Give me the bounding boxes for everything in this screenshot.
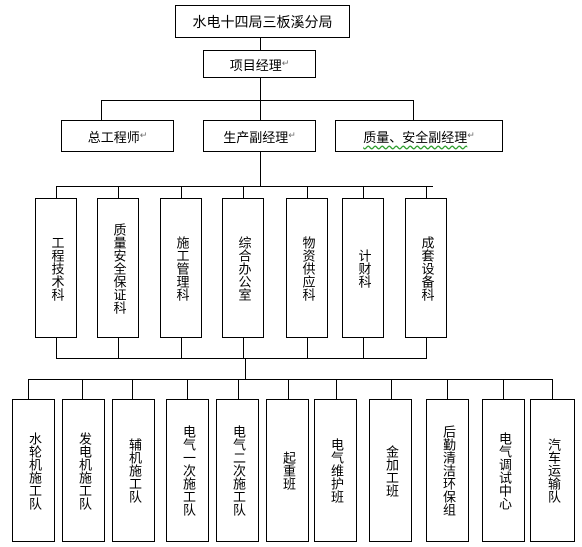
connector-departments-teams bbox=[245, 358, 246, 379]
dept-quality-safety: 质量安全保证科 bbox=[97, 198, 139, 338]
connector-team-2 bbox=[82, 379, 83, 399]
root-node: 水电十四局三板溪分局 bbox=[175, 5, 350, 38]
paragraph-mark: ↵ bbox=[139, 131, 148, 141]
team-electrical-primary: 电气一次施工队 bbox=[166, 399, 209, 542]
connector-deputies-departments bbox=[260, 152, 261, 186]
connector-dept-1-top bbox=[56, 186, 57, 198]
team-auxiliary: 辅机施工队 bbox=[112, 399, 155, 542]
manager-node: 项目经理 ↵ bbox=[203, 50, 316, 78]
connector-dept-4-top bbox=[243, 186, 244, 198]
connector-dept-3-top bbox=[181, 186, 182, 198]
dept-engineering-tech-label: 工程技术科 bbox=[48, 235, 64, 301]
paragraph-mark: ↵ bbox=[281, 59, 290, 69]
connector-deputy-3 bbox=[413, 100, 414, 120]
root-node-label: 水电十四局三板溪分局 bbox=[192, 14, 333, 31]
team-logistics-cleaning: 后勤清洁环保组 bbox=[426, 399, 469, 542]
team-turbine-label: 水轮机施工队 bbox=[26, 431, 41, 510]
connector-team-10 bbox=[503, 379, 504, 399]
team-logistics-cleaning-label: 后勤清洁环保组 bbox=[440, 425, 455, 516]
connector-team-1 bbox=[28, 379, 29, 399]
deputy-quality-safety-label: 质量、安全副经理 bbox=[363, 130, 468, 146]
connector-departments-bar bbox=[56, 186, 433, 187]
dept-equipment-sets-label: 成套设备科 bbox=[418, 235, 434, 301]
team-turbine: 水轮机施工队 bbox=[12, 399, 55, 542]
dept-materials-supply: 物资供应科 bbox=[286, 198, 328, 338]
connector-teams-bar bbox=[28, 379, 552, 380]
connector-deputy-1 bbox=[101, 100, 102, 120]
deputy-chief-engineer: 总工程师 ↵ bbox=[61, 120, 174, 152]
deputy-production: 生产副经理 ↵ bbox=[203, 120, 316, 152]
dept-general-office-label: 综合办公室 bbox=[235, 235, 251, 301]
team-lifting-label: 起重班 bbox=[280, 451, 295, 490]
dept-construction-management: 施工管理科 bbox=[160, 198, 202, 338]
dept-engineering-tech: 工程技术科 bbox=[35, 198, 77, 338]
connector-team-7 bbox=[336, 379, 337, 399]
connector-dept-7-bottom bbox=[426, 338, 427, 358]
connector-dept-6-bottom bbox=[363, 338, 364, 358]
connector-dept-1-bottom bbox=[56, 338, 57, 358]
paragraph-mark: ↵ bbox=[467, 131, 475, 141]
team-electrical-maintenance-label: 电气维护班 bbox=[328, 438, 343, 503]
connector-dept-3-bottom bbox=[181, 338, 182, 358]
team-electrical-secondary: 电气二次施工队 bbox=[216, 399, 259, 542]
dept-finance: 计财科 bbox=[342, 198, 384, 338]
team-vehicle-transport: 汽车运输队 bbox=[530, 399, 575, 542]
team-generator-label: 发电机施工队 bbox=[76, 431, 91, 510]
paragraph-mark: ↵ bbox=[288, 131, 296, 141]
deputy-quality-safety: 质量、安全副经理 ↵ bbox=[335, 120, 503, 152]
deputy-production-label: 生产副经理 bbox=[223, 130, 289, 146]
connector-dept-5-bottom bbox=[307, 338, 308, 358]
team-electrical-primary-label: 电气一次施工队 bbox=[180, 425, 195, 516]
connector-team-8 bbox=[391, 379, 392, 399]
manager-node-label: 项目经理 bbox=[229, 58, 282, 74]
connector-team-11 bbox=[552, 379, 553, 399]
connector-dept-5-top bbox=[307, 186, 308, 198]
connector-team-9 bbox=[447, 379, 448, 399]
dept-general-office: 综合办公室 bbox=[222, 198, 264, 338]
connector-manager-deputies bbox=[260, 78, 261, 100]
team-electrical-secondary-label: 电气二次施工队 bbox=[230, 425, 245, 516]
connector-team-6 bbox=[288, 379, 289, 399]
connector-team-5 bbox=[238, 379, 239, 399]
team-metalworking: 金加工班 bbox=[369, 399, 412, 542]
team-vehicle-transport-label: 汽车运输队 bbox=[545, 438, 560, 503]
connector-dept-2-bottom bbox=[118, 338, 119, 358]
connector-team-3 bbox=[132, 379, 133, 399]
dept-quality-safety-label: 质量安全保证科 bbox=[110, 222, 126, 314]
connector-deputies-bar bbox=[101, 100, 413, 101]
dept-construction-management-label: 施工管理科 bbox=[173, 235, 189, 301]
deputy-chief-engineer-label: 总工程师 bbox=[87, 130, 140, 146]
connector-dept-6-top bbox=[363, 186, 364, 198]
team-electrical-testing-label: 电气调试中心 bbox=[496, 431, 511, 510]
team-auxiliary-label: 辅机施工队 bbox=[126, 438, 141, 503]
team-electrical-testing: 电气调试中心 bbox=[482, 399, 525, 542]
dept-materials-supply-label: 物资供应科 bbox=[299, 235, 315, 301]
dept-finance-label: 计财科 bbox=[355, 248, 371, 288]
team-electrical-maintenance: 电气维护班 bbox=[314, 399, 357, 542]
connector-team-4 bbox=[187, 379, 188, 399]
connector-deputy-2 bbox=[260, 100, 261, 120]
connector-root-manager bbox=[260, 38, 261, 50]
connector-departments-bottom-bar bbox=[56, 358, 427, 359]
team-metalworking-label: 金加工班 bbox=[383, 444, 398, 497]
connector-dept-2-top bbox=[118, 186, 119, 198]
dept-equipment-sets: 成套设备科 bbox=[405, 198, 447, 338]
connector-dept-7-top bbox=[426, 186, 427, 198]
team-lifting: 起重班 bbox=[266, 399, 309, 542]
team-generator: 发电机施工队 bbox=[62, 399, 105, 542]
connector-dept-4-bottom bbox=[243, 338, 244, 358]
